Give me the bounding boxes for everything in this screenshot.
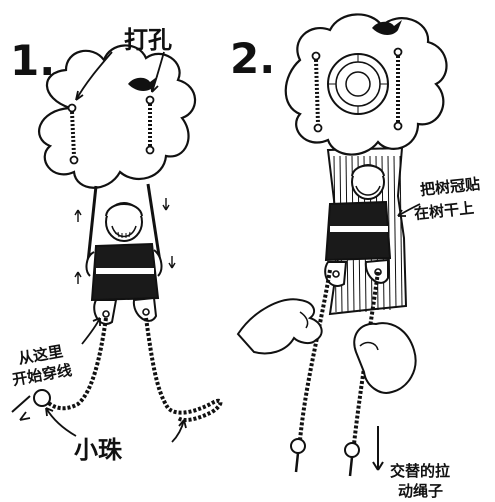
bead xyxy=(344,442,360,458)
figure-1 xyxy=(85,202,163,325)
direction-arrow xyxy=(168,256,176,269)
pointer-arrow xyxy=(81,317,101,345)
direction-arrow xyxy=(74,209,82,222)
hole xyxy=(67,103,77,113)
rope xyxy=(86,185,98,263)
label-bead: 小珠 xyxy=(74,436,122,464)
label-alternate-pull-2: 动绳子 xyxy=(398,482,444,500)
rope xyxy=(144,317,223,422)
rope xyxy=(298,269,332,441)
label-punch-holes: 打孔 xyxy=(124,26,172,54)
tree-crown-1 xyxy=(38,44,197,189)
rope xyxy=(146,183,162,263)
hole xyxy=(145,145,155,155)
hole xyxy=(145,95,155,105)
bead xyxy=(290,438,306,454)
pointer-arrow xyxy=(45,407,77,437)
label-alternate-pull-1: 交替的拉 xyxy=(390,462,451,480)
rope xyxy=(314,59,320,125)
direction-arrow xyxy=(74,271,82,284)
rope xyxy=(352,271,380,445)
hole xyxy=(69,155,79,165)
rope xyxy=(70,111,76,157)
step-number-1: 1. xyxy=(10,36,56,85)
bead xyxy=(33,389,51,407)
bird-icon xyxy=(128,76,158,91)
bird-icon xyxy=(372,20,402,35)
left-hand xyxy=(236,298,323,355)
pointer-arrow xyxy=(151,51,165,93)
panel-1 xyxy=(11,44,223,443)
right-hand xyxy=(353,322,417,394)
panel-2 xyxy=(236,13,448,477)
direction-arrow xyxy=(162,198,170,211)
rope xyxy=(42,317,108,411)
pointer-arrow xyxy=(75,51,113,101)
step-number-2: 2. xyxy=(230,34,276,83)
figure-2 xyxy=(324,164,392,287)
